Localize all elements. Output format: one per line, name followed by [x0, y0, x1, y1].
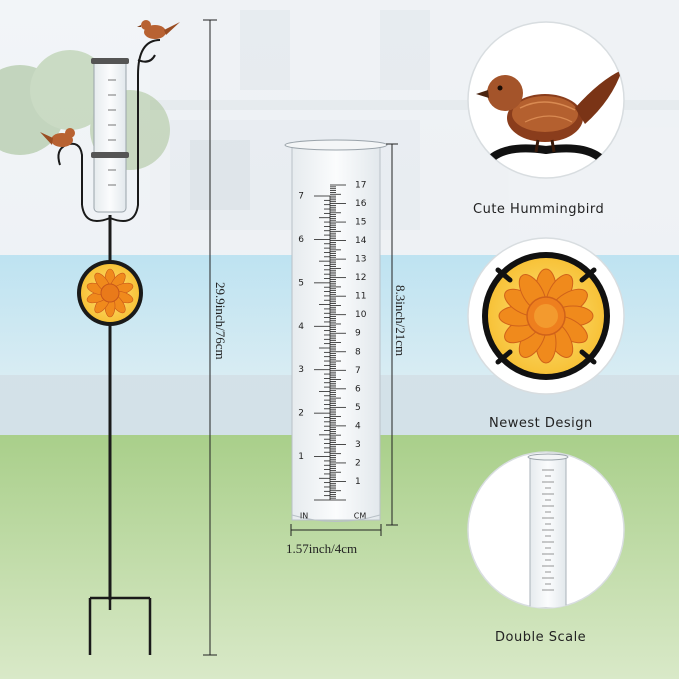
bird-closeup-icon	[476, 70, 622, 153]
inch-mark-label: 4	[298, 322, 304, 332]
double-scale-closeup	[467, 451, 625, 609]
design-label: Newest Design	[489, 416, 593, 431]
cm-mark-label: 15	[355, 218, 366, 228]
tube-height-label: 8.3inch/21cm	[393, 285, 408, 357]
cm-mark-label: 2	[355, 458, 361, 468]
cm-mark-label: 4	[355, 421, 361, 431]
scale-ticks	[314, 184, 346, 501]
inch-mark-label: 1	[298, 452, 304, 462]
cm-unit-label: CM	[354, 512, 367, 521]
cm-mark-label: 5	[355, 403, 361, 413]
total-height-dimension	[203, 19, 217, 656]
tube-height-dimension	[386, 143, 398, 526]
cm-mark-label: 7	[355, 366, 361, 376]
cm-mark-label: 13	[355, 255, 366, 265]
inch-unit-label: IN	[300, 512, 308, 521]
total-height-label: 29.9inch/76cm	[213, 282, 228, 360]
cm-mark-label: 10	[355, 310, 367, 320]
bird-top-icon	[137, 20, 180, 39]
tube-width-dimension	[290, 524, 382, 536]
inch-mark-label: 2	[298, 409, 304, 419]
cm-mark-label: 1	[355, 477, 361, 487]
cm-mark-label: 8	[355, 347, 361, 357]
cm-mark-label: 17	[355, 181, 366, 191]
inch-mark-label: 3	[298, 365, 304, 375]
bird-left-icon	[40, 128, 75, 147]
hummingbird-closeup	[467, 21, 625, 179]
cm-mark-label: 3	[355, 440, 361, 450]
small-sunflower-icon	[86, 268, 134, 318]
cm-mark-label: 6	[355, 384, 361, 394]
cm-mark-label: 9	[355, 329, 361, 339]
inch-mark-label: 6	[298, 235, 304, 245]
inch-mark-label: 5	[298, 278, 304, 288]
cm-mark-label: 14	[355, 236, 367, 246]
sunflower-icon	[498, 268, 594, 364]
cm-mark-label: 11	[355, 292, 366, 302]
tube-width-label: 1.57inch/4cm	[286, 541, 358, 556]
hummingbird-label: Cute Hummingbird	[473, 202, 605, 217]
cm-mark-label: 16	[355, 199, 367, 209]
cm-mark-label: 12	[355, 273, 366, 283]
inch-mark-label: 7	[298, 192, 304, 202]
scale-label: Double Scale	[495, 630, 587, 645]
sunflower-closeup	[467, 237, 625, 395]
rain-gauge-stake	[40, 20, 180, 655]
